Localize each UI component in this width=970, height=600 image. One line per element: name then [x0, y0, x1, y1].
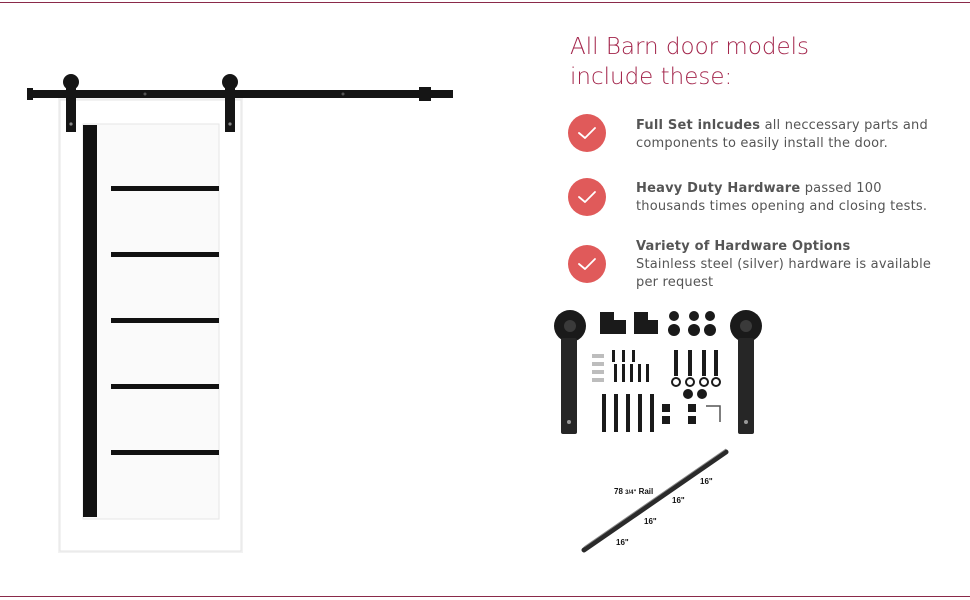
glass-bar: [111, 318, 219, 323]
hardware-kit-illustration: [554, 310, 762, 434]
track-rail: [29, 90, 453, 98]
barn-door-illustration: [27, 74, 453, 553]
check-icon: [568, 245, 606, 283]
rail-segment-label: 16": [616, 538, 629, 547]
feature-body: all neccessary parts and components to e…: [636, 118, 928, 151]
section-heading: All Barn door models include these:: [570, 32, 900, 92]
feature-body: Stainless steel (silver) hardware is ava…: [636, 257, 932, 290]
feature-text: Heavy Duty Hardware passed 100 thousands…: [636, 180, 936, 216]
hardware-kit-image: [548, 302, 768, 442]
feature-text: Full Set inlcudes all neccessary parts a…: [636, 117, 936, 153]
heading-line-2: include these:: [570, 64, 733, 90]
feature-title: Full Set inlcudes: [636, 118, 761, 133]
rail-illustration: 78 3/4" Rail 16" 16" 16" 16": [581, 448, 729, 553]
check-icon: [568, 114, 606, 152]
hanger-strap: [66, 82, 76, 132]
rail-segment-label: 16": [644, 517, 657, 526]
check-icon: [568, 178, 606, 216]
rail-segment-label: 16": [672, 496, 685, 505]
rail-length-label: 78 3/4" Rail: [614, 487, 653, 496]
vertical-glass-strip: [83, 125, 97, 517]
glass-bar: [111, 450, 219, 455]
rail-image: 78 3/4" Rail 16" 16" 16" 16": [578, 446, 734, 556]
feature-body: passed 100 thousands times opening and c…: [636, 181, 928, 214]
heading-line-1: All Barn door models: [570, 34, 810, 60]
top-divider: [0, 2, 970, 3]
barn-door-image: [25, 68, 465, 558]
glass-bar: [111, 384, 219, 389]
bottom-divider: [0, 596, 970, 597]
feature-title: Heavy Duty Hardware: [636, 181, 801, 196]
rail-segment-label: 16": [700, 477, 713, 486]
hanger-strap: [225, 82, 235, 132]
feature-title: Variety of Hardware Options: [636, 239, 851, 254]
feature-text: Variety of Hardware Options Stainless st…: [636, 238, 936, 292]
glass-bar: [111, 186, 219, 191]
glass-bar: [111, 252, 219, 257]
